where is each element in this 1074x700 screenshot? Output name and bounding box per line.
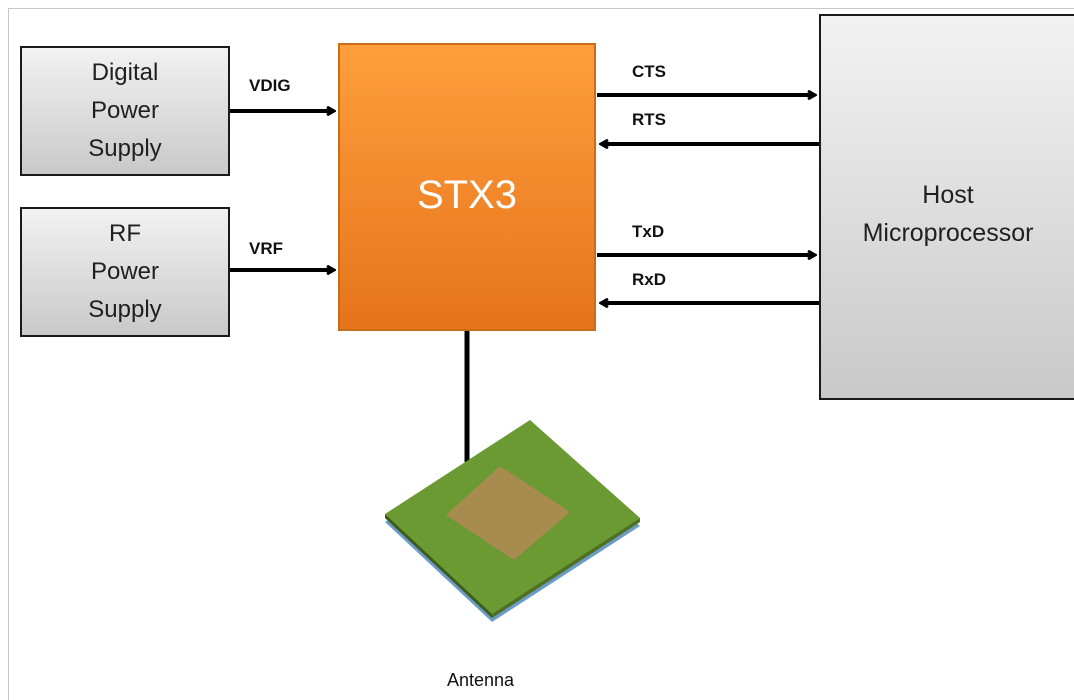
- antenna-label: Antenna: [447, 670, 515, 690]
- diagram-frame: [8, 8, 1074, 700]
- rf-supply-line-3: Supply: [88, 296, 162, 323]
- host-line-1: Host: [922, 181, 974, 209]
- digital-supply-line-3: Supply: [88, 135, 162, 162]
- digital-power-supply-block: Digital Power Supply: [20, 46, 230, 176]
- vdig-label: VDIG: [249, 76, 291, 95]
- host-line-2: Microprocessor: [862, 219, 1034, 247]
- rxd-label: RxD: [632, 270, 667, 289]
- rf-supply-line-1: RF: [109, 220, 141, 247]
- txd-label: TxD: [632, 222, 665, 241]
- vrf-label: VRF: [249, 239, 283, 258]
- antenna-image: [385, 420, 640, 622]
- cts-label: CTS: [632, 62, 666, 81]
- digital-supply-line-2: Power: [90, 97, 160, 124]
- rts-label: RTS: [632, 110, 666, 129]
- rf-power-supply-block: RF Power Supply: [20, 207, 230, 337]
- stx3-chip-block: STX3: [338, 43, 596, 331]
- host-microprocessor-block: Host Microprocessor: [819, 14, 1074, 400]
- digital-supply-line-1: Digital: [91, 59, 159, 86]
- chip-label: STX3: [416, 173, 518, 217]
- rf-supply-line-2: Power: [90, 258, 160, 285]
